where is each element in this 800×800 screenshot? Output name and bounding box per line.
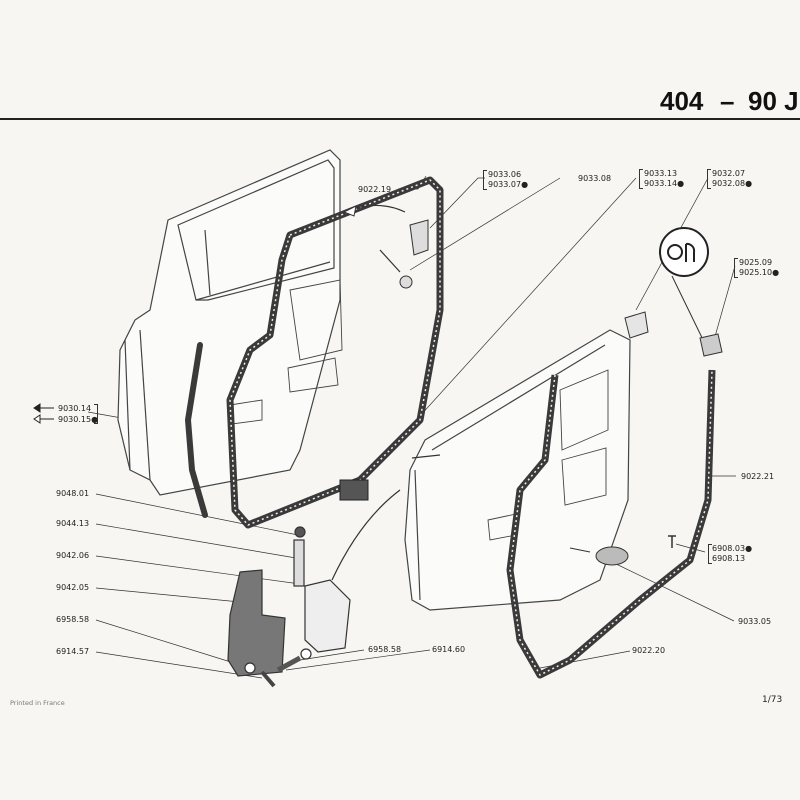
leader-6914-60 bbox=[285, 649, 431, 671]
leader-9042-06 bbox=[95, 555, 301, 585]
arrow-striker bbox=[411, 454, 441, 459]
clip-9033-06 bbox=[409, 219, 429, 256]
label-9033-05: 9033.05 bbox=[738, 617, 772, 626]
bolt-6914-57 bbox=[260, 670, 276, 688]
label-9032-08: 9032.08● bbox=[712, 179, 753, 188]
hinge-leaf-9042-06 bbox=[304, 579, 351, 653]
label-9025-09: 9025.09 bbox=[739, 258, 773, 267]
bolt-6914-60 bbox=[276, 655, 302, 673]
arrow-plug bbox=[379, 249, 401, 273]
leader-9042-05 bbox=[95, 587, 241, 603]
clip-9025-09 bbox=[699, 333, 723, 357]
label-9044-13: 9044.13 bbox=[56, 519, 90, 528]
leader-9033-08 bbox=[409, 177, 561, 271]
label-6958-58-mid: 6958.58 bbox=[368, 645, 402, 654]
left-door bbox=[117, 149, 343, 496]
striker-block bbox=[339, 479, 369, 501]
label-9030-14: 9030.14 bbox=[58, 404, 92, 413]
label-9042-06: 9042.06 bbox=[56, 551, 90, 560]
plug-9033-08 bbox=[399, 275, 413, 289]
label-9033-06: 9033.06 bbox=[488, 170, 522, 179]
label-9033-14: 9033.14● bbox=[644, 179, 685, 188]
label-9033-08: 9033.08 bbox=[578, 174, 612, 183]
detail-magnifier bbox=[659, 227, 709, 277]
arrow-symbols-left bbox=[33, 403, 54, 424]
label-6914-60: 6914.60 bbox=[432, 645, 466, 654]
label-6908-13: 6908.13 bbox=[712, 554, 746, 563]
leader-6958-58-left bbox=[95, 619, 251, 669]
hinge-pin-9044-13 bbox=[293, 539, 305, 587]
washer-6958-58-mid bbox=[300, 648, 312, 660]
label-9022-21: 9022.21 bbox=[741, 472, 775, 481]
label-6958-58-left: 6958.58 bbox=[56, 615, 90, 624]
printed-in-france: Printed in France bbox=[10, 699, 65, 707]
label-9032-07: 9032.07 bbox=[712, 169, 746, 178]
leader-9033-06 bbox=[429, 177, 485, 229]
label-9033-13: 9033.13 bbox=[644, 169, 678, 178]
leader-6958-58-mid bbox=[299, 649, 365, 661]
label-6908-03: 6908.03● bbox=[712, 544, 753, 553]
page-number: 1/73 bbox=[762, 695, 783, 705]
left-weather-strip bbox=[184, 342, 208, 518]
screw-6908-03 bbox=[668, 535, 676, 548]
bracket-6908-03 bbox=[708, 544, 712, 564]
hinge-arrow bbox=[331, 489, 401, 581]
leader-9033-05 bbox=[611, 561, 735, 622]
model-number: 404 bbox=[660, 86, 704, 116]
detail-clip-shape bbox=[667, 242, 696, 262]
header-dash: – bbox=[720, 86, 735, 116]
label-9022-19: 9022.19 bbox=[358, 185, 392, 194]
nut-9048-01 bbox=[294, 526, 306, 538]
leader-9025-09 bbox=[713, 265, 736, 341]
arrow-head-clip bbox=[342, 205, 357, 217]
label-9048-01: 9048.01 bbox=[56, 489, 90, 498]
bracket-9033-06 bbox=[483, 170, 487, 190]
label-9022-20: 9022.20 bbox=[632, 646, 666, 655]
washer-6958-58-left bbox=[244, 662, 256, 674]
hinge-plate-9042-05 bbox=[227, 569, 286, 677]
bracket-9032-07 bbox=[624, 311, 649, 339]
leader-9044-13 bbox=[95, 523, 297, 559]
header-rule bbox=[0, 118, 800, 120]
label-9030-15: 9030.15● bbox=[58, 415, 99, 424]
bracket-9033-13 bbox=[639, 169, 643, 189]
label-6914-57: 6914.57 bbox=[56, 647, 90, 656]
grommet-arrow bbox=[569, 547, 591, 553]
leader-6914-57 bbox=[95, 651, 263, 679]
right-door bbox=[404, 329, 631, 611]
bracket-9030-14 bbox=[94, 404, 98, 424]
bracket-9032-07 bbox=[707, 169, 711, 189]
leader-9048-01 bbox=[95, 493, 299, 536]
grommet-9033-05 bbox=[595, 546, 629, 566]
label-9033-07: 9033.07● bbox=[488, 180, 529, 189]
hinge-assembly bbox=[227, 526, 351, 688]
label-9042-05: 9042.05 bbox=[56, 583, 90, 592]
label-9025-10: 9025.10● bbox=[739, 268, 780, 277]
section-code: 90 J bbox=[748, 86, 799, 116]
bracket-9025-09 bbox=[734, 258, 738, 278]
left-door-seal-texture bbox=[229, 179, 441, 526]
right-door-seal-texture bbox=[509, 369, 713, 676]
